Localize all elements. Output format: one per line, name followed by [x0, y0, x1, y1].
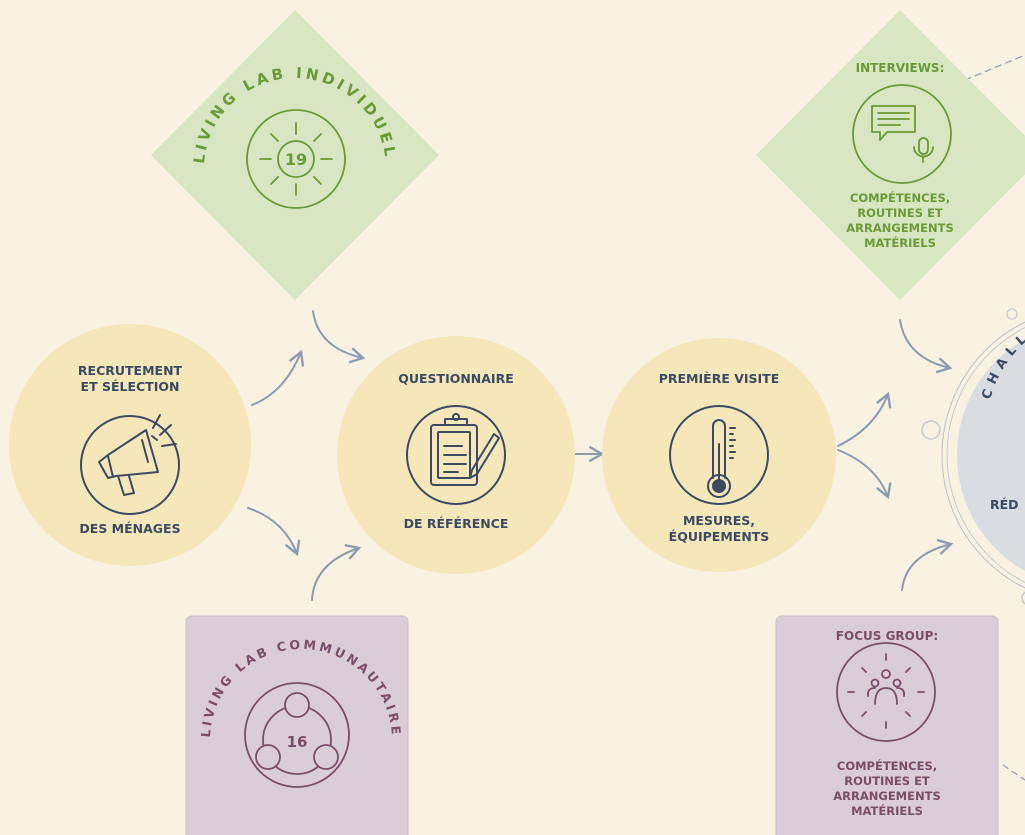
interviews-diamond	[756, 10, 1025, 300]
focus-group-block: FOCUS GROUP: COMPÉTENCES, ROUTINES ET AR…	[775, 615, 999, 835]
focus-group-line2: ROUTINES ET	[844, 774, 930, 788]
individual-count: 19	[285, 150, 307, 169]
interviews-block: INTERVIEWS: COMPÉTENCES, ROUTINES ET ARR…	[756, 10, 1025, 300]
arrow-recruit-to-community	[247, 507, 301, 557]
focus-group-line4: MATÉRIELS	[851, 803, 923, 818]
orbit-dot-3	[1021, 591, 1025, 605]
arrow-recruit-to-individual	[251, 349, 305, 406]
recruitment-subtitle: DES MÉNAGES	[79, 521, 180, 536]
interviews-title: INTERVIEWS:	[856, 61, 945, 75]
step-first-visit: PREMIÈRE VISITE MESURES, ÉQUIPEMENTS	[602, 338, 836, 572]
first-visit-subtitle-line2: ÉQUIPEMENTS	[669, 529, 770, 544]
community-box	[185, 615, 409, 835]
community-count: 16	[287, 733, 308, 751]
living-lab-community: LIVING LAB COMMUNAUTAIRE 16	[185, 615, 409, 835]
challenge-inner-circle	[957, 338, 1025, 572]
arrow-focus-to-challenge	[901, 538, 954, 591]
individual-diamond	[151, 10, 439, 300]
interviews-line3: ARRANGEMENTS	[846, 221, 953, 235]
chat-microphone-icon	[852, 84, 952, 184]
focus-group-line1: COMPÉTENCES,	[837, 758, 937, 773]
recruitment-title-line2: ET SÉLECTION	[81, 379, 180, 394]
challenge-block: CHALL RÉD	[921, 308, 1025, 605]
challenge-inner-ring	[946, 327, 1025, 583]
arrow-visit-up	[837, 391, 892, 447]
challenge-text: RÉD	[990, 497, 1019, 512]
dashed-line-top	[964, 54, 1025, 81]
arrow-visit-down	[837, 449, 892, 500]
orbit-dot-2	[921, 420, 941, 440]
first-visit-subtitle-line1: MESURES,	[683, 513, 755, 528]
questionnaire-subtitle: DE RÉFÉRENCE	[404, 516, 509, 531]
dashed-line-bottom	[1002, 764, 1025, 781]
network-icon	[244, 682, 350, 788]
group-icon	[836, 642, 936, 742]
flow-arrows	[247, 54, 1025, 781]
living-lab-individual: LIVING LAB INDIVIDUEL 19	[151, 10, 439, 300]
recruitment-circle	[9, 324, 251, 566]
interviews-line2: ROUTINES ET	[857, 206, 943, 220]
clipboard-icon	[406, 405, 506, 505]
arrow-community-to-questionnaire	[311, 544, 362, 601]
megaphone-icon	[80, 414, 180, 515]
arrow-individual-to-questionnaire	[312, 310, 366, 364]
interviews-line1: COMPÉTENCES,	[850, 190, 950, 205]
recruitment-title-line1: RECRUTEMENT	[78, 363, 183, 378]
focus-group-line3: ARRANGEMENTS	[833, 789, 940, 803]
interviews-line4: MATÉRIELS	[864, 235, 936, 250]
focus-group-title: FOCUS GROUP:	[836, 629, 938, 643]
questionnaire-title: QUESTIONNAIRE	[398, 371, 514, 386]
step-recruitment: RECRUTEMENT ET SÉLECTION DES MÉNAGES	[9, 324, 251, 566]
thermometer-icon	[669, 405, 769, 505]
orbit-dot-1	[1006, 308, 1018, 320]
sun-icon	[246, 109, 346, 209]
first-visit-title: PREMIÈRE VISITE	[659, 371, 780, 386]
focus-group-box	[775, 615, 999, 835]
arrow-interviews-to-challenge	[899, 319, 953, 374]
step-questionnaire: QUESTIONNAIRE DE RÉFÉRENCE	[337, 336, 575, 574]
